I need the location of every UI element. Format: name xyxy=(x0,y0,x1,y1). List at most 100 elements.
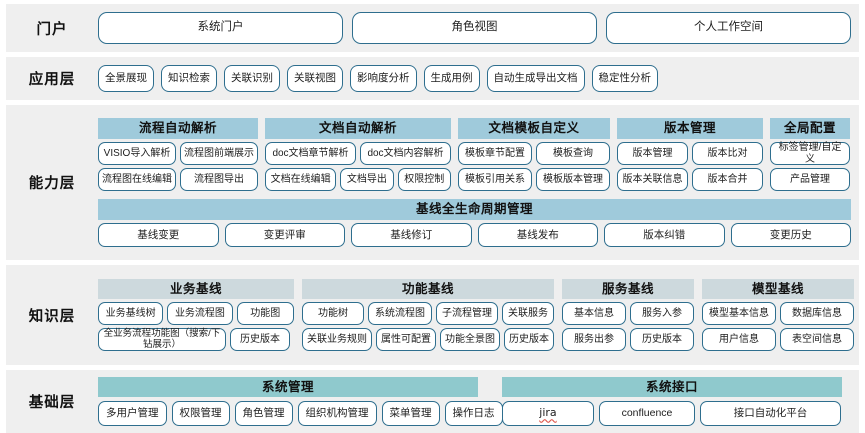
knowledge-group-function-baseline: 功能基线 功能树 系统流程图 子流程管理 关联服务 关联业务规则 属性可配置 功… xyxy=(302,279,554,351)
capability-item-template-version-mgmt[interactable]: 模板版本管理 xyxy=(536,168,610,191)
capability-group-flow-parse: 流程自动解析 VISIO导入解析 流程图前端展示 流程图在线编辑 流程图导出 xyxy=(98,118,258,191)
basic-item-api-automation-platform[interactable]: 接口自动化平台 xyxy=(700,401,841,426)
portal-item-0[interactable]: 系统门户 xyxy=(98,12,343,44)
capability-group-2-row-1: 模板引用关系 模板版本管理 xyxy=(458,168,610,191)
knowledge-item-service-output-params[interactable]: 服务出参 xyxy=(562,328,626,351)
basic-item-role-mgmt[interactable]: 角色管理 xyxy=(234,401,293,426)
capability-lifecycle-band: 基线全生命周期管理 基线变更 变更评审 基线修订 基线发布 版本纠错 变更历史 xyxy=(98,199,851,247)
basic-item-multi-user-mgmt[interactable]: 多用户管理 xyxy=(98,401,167,426)
layer-label-capability: 能力层 xyxy=(28,176,76,192)
lifecycle-item-1[interactable]: 变更评审 xyxy=(224,223,345,247)
application-item-7[interactable]: 稳定性分析 xyxy=(591,65,658,92)
knowledge-item-related-service[interactable]: 关联服务 xyxy=(502,302,554,325)
basic-item-menu-mgmt[interactable]: 菜单管理 xyxy=(381,401,440,426)
capability-group-title-3: 版本管理 xyxy=(617,118,763,139)
capability-item-template-query[interactable]: 模板查询 xyxy=(536,142,610,165)
capability-group-4-row-1: 产品管理 xyxy=(770,168,850,191)
capability-group-3-row-1: 版本关联信息 版本合并 xyxy=(617,168,763,191)
capability-group-title-4: 全局配置 xyxy=(770,118,850,139)
knowledge-item-function-diagram[interactable]: 功能图 xyxy=(236,302,294,325)
layer-basic: 基础层 系统管理 多用户管理 权限管理 角色管理 组织机构管理 菜单管理 操作日… xyxy=(6,370,859,433)
capability-item-doc-online-edit[interactable]: 文档在线编辑 xyxy=(265,168,337,191)
capability-group-4-row-0: 标签管理/自定义 xyxy=(770,142,850,165)
basic-item-confluence[interactable]: confluence xyxy=(599,401,695,426)
application-item-0[interactable]: 全景展现 xyxy=(98,65,154,92)
knowledge-group-model-baseline: 模型基线 模型基本信息 数据库信息 用户信息 表空间信息 xyxy=(702,279,854,351)
knowledge-item-business-baseline-tree[interactable]: 业务基线树 xyxy=(98,302,164,325)
capability-item-doc-content-parse[interactable]: doc文档内容解析 xyxy=(360,142,451,165)
lifecycle-item-0[interactable]: 基线变更 xyxy=(98,223,219,247)
basic-group-title-0: 系统管理 xyxy=(98,377,478,397)
capability-group-0-row-0: VISIO导入解析 流程图前端展示 xyxy=(98,142,258,165)
lifecycle-item-4[interactable]: 版本纠错 xyxy=(604,223,725,247)
capability-item-permission-control[interactable]: 权限控制 xyxy=(397,168,451,191)
application-item-3[interactable]: 关联视图 xyxy=(287,65,343,92)
capability-item-tag-mgmt-custom[interactable]: 标签管理/自定义 xyxy=(770,142,850,165)
knowledge-group-title-1: 功能基线 xyxy=(302,279,554,299)
application-item-4[interactable]: 影响度分析 xyxy=(350,65,417,92)
knowledge-group-3-row-1: 用户信息 表空间信息 xyxy=(702,328,854,351)
capability-item-flow-frontend-display[interactable]: 流程图前端展示 xyxy=(180,142,258,165)
knowledge-item-tablespace-info[interactable]: 表空间信息 xyxy=(780,328,854,351)
lifecycle-item-3[interactable]: 基线发布 xyxy=(477,223,598,247)
knowledge-item-function-panorama[interactable]: 功能全景图 xyxy=(440,328,500,351)
lifecycle-item-5[interactable]: 变更历史 xyxy=(730,223,851,247)
capability-group-1-row-0: doc文档章节解析 doc文档内容解析 xyxy=(265,142,451,165)
layer-label-knowledge: 知识层 xyxy=(28,308,76,325)
knowledge-item-service-input-params[interactable]: 服务入参 xyxy=(630,302,694,325)
portal-item-2[interactable]: 个人工作空间 xyxy=(606,12,851,44)
capability-group-0-row-1: 流程图在线编辑 流程图导出 xyxy=(98,168,258,191)
capability-group-row: 流程自动解析 VISIO导入解析 流程图前端展示 流程图在线编辑 流程图导出 文… xyxy=(98,118,851,191)
knowledge-item-function-tree[interactable]: 功能树 xyxy=(302,302,364,325)
knowledge-item-history-version-service[interactable]: 历史版本 xyxy=(630,328,694,351)
capability-group-doc-parse: 文档自动解析 doc文档章节解析 doc文档内容解析 文档在线编辑 文档导出 权… xyxy=(265,118,451,191)
knowledge-item-history-version-business[interactable]: 历史版本 xyxy=(230,328,290,351)
basic-group-system-mgmt: 系统管理 多用户管理 权限管理 角色管理 组织机构管理 菜单管理 操作日志 xyxy=(98,377,503,426)
layer-portal: 门户 系统门户 角色视图 个人工作空间 xyxy=(6,4,859,52)
knowledge-item-subprocess-mgmt[interactable]: 子流程管理 xyxy=(436,302,498,325)
basic-group-0-row: 多用户管理 权限管理 角色管理 组织机构管理 菜单管理 操作日志 xyxy=(98,401,503,426)
knowledge-group-row: 业务基线 业务基线树 业务流程图 功能图 全业务流程功能图（搜索/下钻展示） 历… xyxy=(98,279,854,351)
basic-item-operation-log[interactable]: 操作日志 xyxy=(444,401,503,426)
layer-label-application: 应用层 xyxy=(28,72,76,88)
capability-item-doc-export[interactable]: 文档导出 xyxy=(340,168,394,191)
application-item-6[interactable]: 自动生成导出文档 xyxy=(486,65,585,92)
knowledge-item-related-business-rule[interactable]: 关联业务规则 xyxy=(302,328,372,351)
capability-group-1-row-1: 文档在线编辑 文档导出 权限控制 xyxy=(265,168,451,191)
capability-item-template-reference[interactable]: 模板引用关系 xyxy=(458,168,532,191)
knowledge-item-business-flowchart[interactable]: 业务流程图 xyxy=(167,302,233,325)
basic-item-org-structure-mgmt[interactable]: 组织机构管理 xyxy=(297,401,377,426)
capability-item-version-merge[interactable]: 版本合并 xyxy=(692,168,763,191)
knowledge-item-user-info[interactable]: 用户信息 xyxy=(702,328,776,351)
capability-item-version-relation-info[interactable]: 版本关联信息 xyxy=(617,168,688,191)
basic-item-jira[interactable]: jira xyxy=(502,401,594,426)
basic-item-permission-mgmt[interactable]: 权限管理 xyxy=(171,401,230,426)
lifecycle-item-2[interactable]: 基线修订 xyxy=(351,223,472,247)
knowledge-group-title-3: 模型基线 xyxy=(702,279,854,299)
knowledge-item-database-info[interactable]: 数据库信息 xyxy=(780,302,854,325)
knowledge-group-title-2: 服务基线 xyxy=(562,279,694,299)
capability-item-version-mgmt[interactable]: 版本管理 xyxy=(617,142,688,165)
knowledge-group-0-row-1: 全业务流程功能图（搜索/下钻展示） 历史版本 xyxy=(98,328,294,351)
application-item-1[interactable]: 知识检索 xyxy=(161,65,217,92)
knowledge-item-history-version-function[interactable]: 历史版本 xyxy=(504,328,554,351)
capability-group-title-0: 流程自动解析 xyxy=(98,118,258,139)
knowledge-group-0-row-0: 业务基线树 业务流程图 功能图 xyxy=(98,302,294,325)
knowledge-item-attribute-configurable[interactable]: 属性可配置 xyxy=(376,328,436,351)
application-item-5[interactable]: 生成用例 xyxy=(423,65,480,92)
knowledge-item-service-basic-info[interactable]: 基本信息 xyxy=(562,302,626,325)
capability-item-product-mgmt[interactable]: 产品管理 xyxy=(770,168,850,191)
capability-item-template-chapter-config[interactable]: 模板章节配置 xyxy=(458,142,532,165)
capability-item-visio-import[interactable]: VISIO导入解析 xyxy=(98,142,176,165)
knowledge-item-model-basic-info[interactable]: 模型基本信息 xyxy=(702,302,776,325)
capability-group-doc-template: 文档模板自定义 模板章节配置 模板查询 模板引用关系 模板版本管理 xyxy=(458,118,610,191)
application-item-2[interactable]: 关联识别 xyxy=(224,65,280,92)
knowledge-group-2-row-1: 服务出参 历史版本 xyxy=(562,328,694,351)
capability-item-version-compare[interactable]: 版本比对 xyxy=(692,142,763,165)
capability-item-flow-export[interactable]: 流程图导出 xyxy=(180,168,258,191)
capability-item-doc-chapter-parse[interactable]: doc文档章节解析 xyxy=(265,142,356,165)
capability-item-flow-online-edit[interactable]: 流程图在线编辑 xyxy=(98,168,176,191)
knowledge-item-full-business-flow-map[interactable]: 全业务流程功能图（搜索/下钻展示） xyxy=(98,328,226,351)
knowledge-item-system-flowchart[interactable]: 系统流程图 xyxy=(368,302,432,325)
portal-item-1[interactable]: 角色视图 xyxy=(352,12,597,44)
